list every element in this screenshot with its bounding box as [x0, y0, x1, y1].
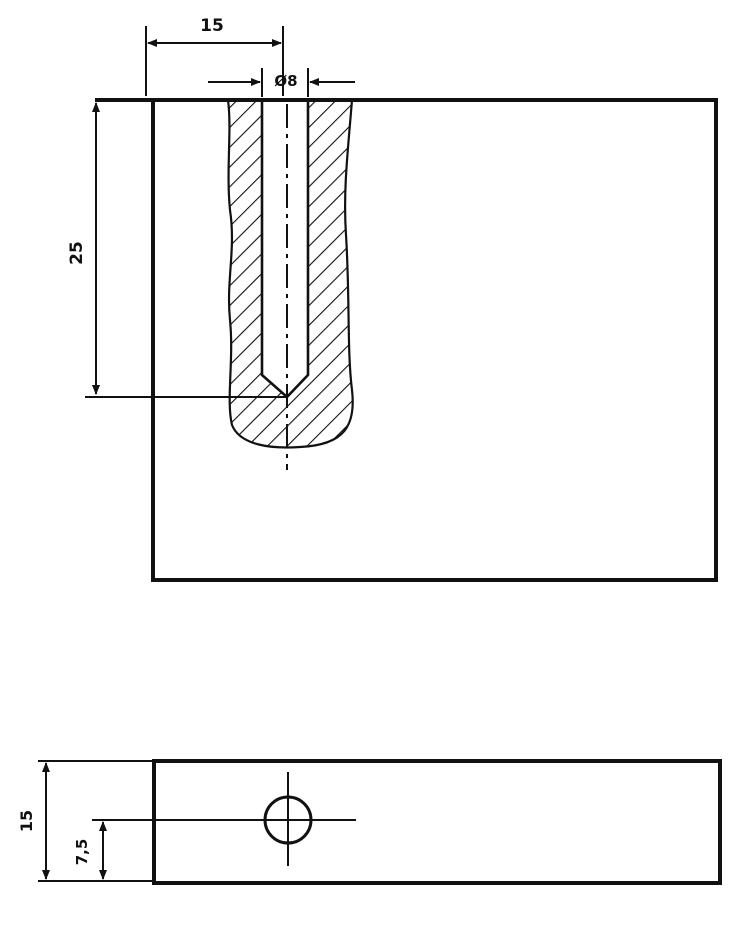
dim-hole-depth: 25	[67, 102, 288, 398]
front-view: 15 Ø8 25	[67, 16, 718, 582]
drilled-hole	[260, 98, 310, 399]
dim-hole-diameter: Ø8	[208, 68, 355, 97]
dim-hole-center-label: 7,5	[73, 839, 91, 866]
bottom-view-outline	[152, 759, 722, 885]
dim-hole-position-label: 15	[200, 16, 224, 36]
front-view-outline	[95, 98, 718, 582]
bottom-view: 15 7,5	[17, 759, 722, 885]
dim-hole-diameter-label: Ø8	[274, 72, 297, 90]
dim-height-label: 15	[17, 810, 36, 832]
dim-hole-position: 15	[145, 16, 284, 96]
dim-hole-center: 7,5	[73, 821, 107, 880]
dim-height: 15	[17, 762, 50, 880]
dim-hole-depth-label: 25	[67, 241, 87, 265]
